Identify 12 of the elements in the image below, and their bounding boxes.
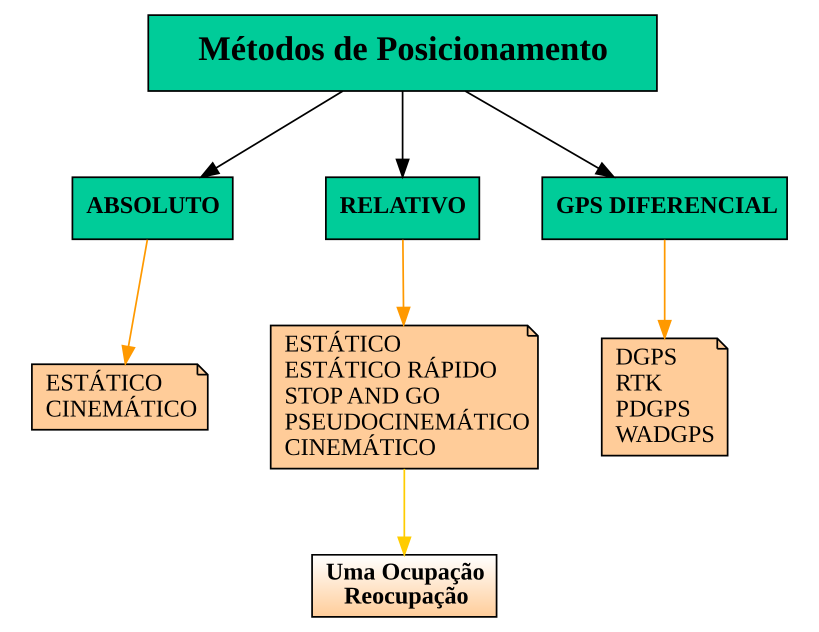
node-box: Uma Ocupação Reocupação <box>311 554 498 618</box>
arrow <box>657 240 672 341</box>
arrow <box>395 92 410 180</box>
node-box: GPS DIFERENCIAL <box>541 176 788 240</box>
node-box: RELATIVO <box>325 176 480 240</box>
arrow <box>397 468 412 558</box>
arrow <box>121 240 148 366</box>
node-box: ABSOLUTO <box>72 176 234 240</box>
arrow <box>198 90 344 178</box>
node-box: Métodos de Posicionamento <box>147 14 658 92</box>
arrow <box>464 90 616 178</box>
arrow <box>396 240 411 328</box>
